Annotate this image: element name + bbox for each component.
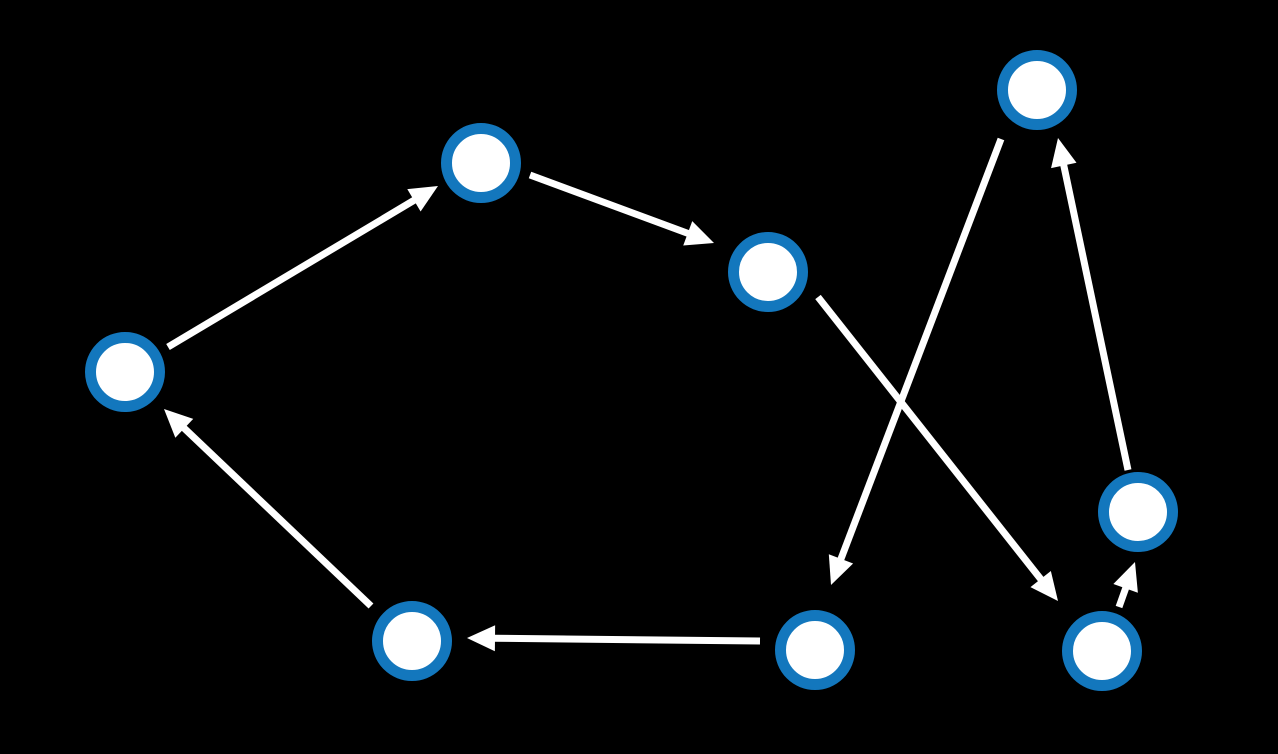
node-middle xyxy=(728,232,808,312)
arrow-shaft xyxy=(180,424,374,609)
arrow-shaft xyxy=(528,171,691,238)
node-top-middle xyxy=(441,123,521,203)
arrow-shaft xyxy=(1059,162,1132,471)
edge-right-to-top-right xyxy=(1051,138,1132,471)
arrowhead-icon xyxy=(407,186,438,212)
arrow-shaft xyxy=(815,294,1045,583)
arrowhead-icon xyxy=(828,554,854,585)
node-left xyxy=(85,332,165,412)
edge-bottom-right-to-right xyxy=(1113,562,1138,609)
arrowhead-icon xyxy=(1030,570,1058,601)
node-bottom-left xyxy=(372,601,452,681)
arrowhead-icon xyxy=(1113,562,1138,593)
arrowhead-icon xyxy=(467,625,496,652)
arrow-shaft xyxy=(166,196,418,351)
arrow-shaft xyxy=(492,634,761,645)
node-bottom-right xyxy=(1062,611,1142,691)
arrow-shaft xyxy=(1115,585,1130,609)
node-right xyxy=(1098,472,1178,552)
arrowhead-icon xyxy=(164,409,194,438)
node-top-right xyxy=(997,50,1077,130)
edge-top-middle-to-middle xyxy=(528,171,714,246)
arrowhead-icon xyxy=(683,221,714,246)
arrow-shaft xyxy=(836,137,1005,562)
edge-bottom-middle-to-bottom-left xyxy=(467,625,761,652)
arrowhead-icon xyxy=(1051,138,1077,169)
edge-bottom-left-to-left xyxy=(164,409,374,609)
edge-middle-to-bottom-right xyxy=(815,294,1058,601)
edge-top-right-to-bottom-middle xyxy=(828,137,1005,585)
node-bottom-middle xyxy=(775,610,855,690)
edge-left-to-top-middle xyxy=(166,186,438,351)
